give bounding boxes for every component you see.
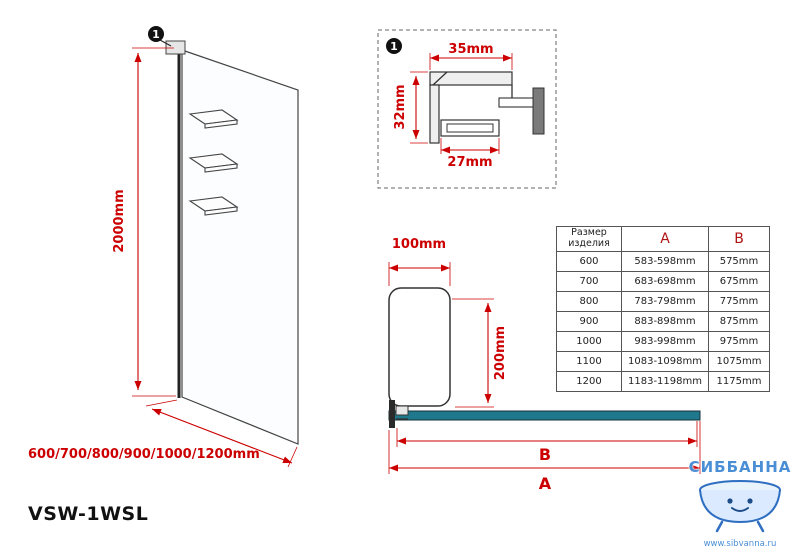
top-bracket: [165, 40, 186, 55]
width-options-label: 600/700/800/900/1000/1200mm: [28, 447, 260, 462]
table-row: 700 683-698mm 675mm: [556, 270, 770, 292]
cell-size: 900: [556, 310, 622, 332]
plan-view: 100mm 200mm: [388, 237, 701, 493]
size-table: Размер изделия A B 600 583-598mm 575mm 7…: [556, 226, 770, 392]
cell-b: 775mm: [708, 290, 770, 312]
callout-1-number: 1: [152, 28, 160, 41]
cell-size: 600: [556, 250, 622, 272]
plan-height-label: 200mm: [493, 326, 508, 380]
bathtub-logo-icon: [699, 480, 781, 533]
detail-top-width-label: 35mm: [448, 42, 493, 57]
glass-panel: [181, 49, 299, 445]
cell-a: 883-898mm: [621, 310, 709, 332]
model-label: VSW-1WSL: [28, 503, 149, 525]
detail-depth-label: 32mm: [393, 84, 408, 129]
detail-view: 1 35mm: [377, 29, 557, 189]
table-row: 800 783-798mm 775mm: [556, 290, 770, 312]
cell-b: 575mm: [708, 250, 770, 272]
plan-depth-dimension: 100mm: [388, 237, 451, 286]
cell-size: 1200: [556, 370, 622, 392]
cell-a: 683-698mm: [621, 270, 709, 292]
detail-top-width-dimension: 35mm: [429, 42, 513, 70]
detail-inner-width-dimension: 27mm: [440, 138, 500, 170]
height-dimension-label: 2000mm: [112, 189, 127, 252]
dimension-a: A: [388, 421, 701, 493]
watermark: СИББАННА www.sibvanna.ru: [682, 458, 798, 549]
cell-a: 983-998mm: [621, 330, 709, 352]
cell-a: 783-798mm: [621, 290, 709, 312]
cell-b: 875mm: [708, 310, 770, 332]
dimension-a-label: A: [539, 474, 552, 493]
table-row: 600 583-598mm 575mm: [556, 250, 770, 272]
height-dimension: 2000mm: [112, 47, 176, 397]
table-header-a: A: [621, 226, 709, 252]
table-row: 1200 1183-1198mm 1175mm: [556, 370, 770, 392]
cell-size: 800: [556, 290, 622, 312]
cell-b: 675mm: [708, 270, 770, 292]
detail-inner-width-label: 27mm: [447, 155, 492, 170]
callout-1-marker: 1: [148, 26, 172, 47]
cell-size: 1000: [556, 330, 622, 352]
detail-depth-dimension: 32mm: [393, 71, 428, 144]
wall-bar: [388, 400, 701, 428]
wall-profile-end: [389, 400, 395, 428]
watermark-brand: СИББАННА: [688, 458, 792, 476]
width-dimension: 600/700/800/900/1000/1200mm: [28, 399, 298, 468]
shelf-3: [188, 196, 239, 216]
plan-depth-label: 100mm: [392, 237, 446, 252]
wall-bar-rect: [388, 410, 701, 421]
shelf-2: [188, 153, 239, 173]
shelf-1: [188, 109, 239, 129]
table-header-b: B: [708, 226, 770, 252]
dimension-b: B: [396, 421, 698, 464]
table-header-size: Размер изделия: [556, 226, 622, 252]
table-row: 1000 983-998mm 975mm: [556, 330, 770, 352]
cell-b: 1075mm: [708, 350, 770, 372]
cell-size: 700: [556, 270, 622, 292]
panel-plan-outline: [388, 287, 451, 407]
cell-b: 1175mm: [708, 370, 770, 392]
cell-a: 1083-1098mm: [621, 350, 709, 372]
glass-edge-section: [532, 87, 545, 135]
cell-b: 975mm: [708, 330, 770, 352]
plan-height-dimension: 200mm: [452, 298, 508, 408]
table-row: 1100 1083-1098mm 1075mm: [556, 350, 770, 372]
profile-clamp: [395, 405, 409, 416]
size-table-header-row: Размер изделия A B: [556, 226, 770, 252]
dimension-b-label: B: [539, 445, 551, 464]
watermark-url: www.sibvanna.ru: [703, 539, 777, 549]
cell-a: 583-598mm: [621, 250, 709, 272]
detail-callout-1-number: 1: [390, 40, 398, 53]
cell-size: 1100: [556, 350, 622, 372]
front-view: 1 2000mm: [28, 26, 299, 468]
profile-cross-section: [429, 71, 545, 144]
detail-callout-1-marker: 1: [386, 38, 402, 54]
cell-a: 1183-1198mm: [621, 370, 709, 392]
table-row: 900 883-898mm 875mm: [556, 310, 770, 332]
